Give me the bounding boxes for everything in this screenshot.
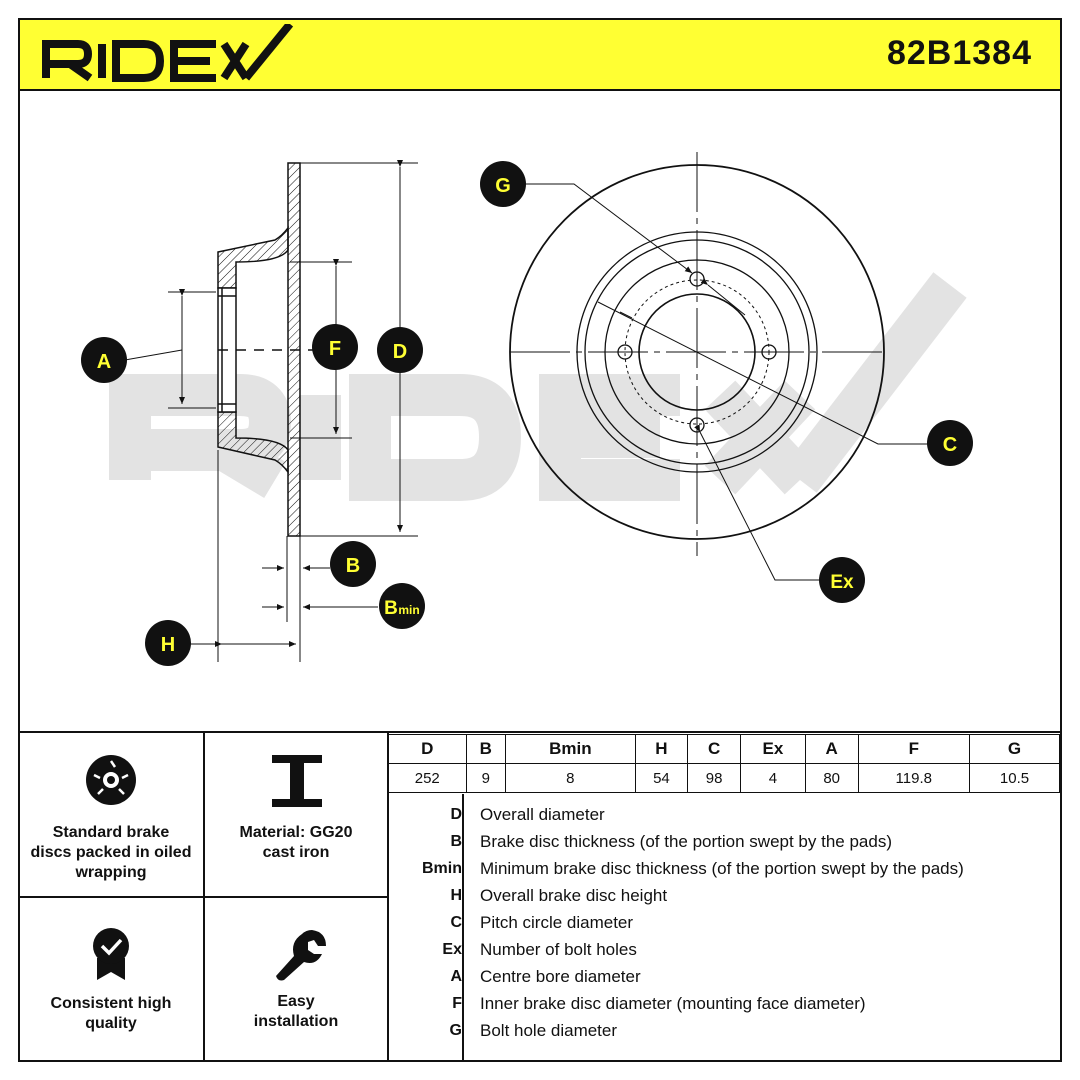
legend-desc-B: Brake disc thickness (of the portion swe… [480, 832, 892, 851]
svg-text:B: B [384, 598, 398, 619]
spec-header-Bmin: Bmin [505, 734, 636, 764]
header-bar: 82B1384 [18, 18, 1062, 91]
spec-header-B: B [465, 734, 507, 764]
spec-value-Ex: 4 [739, 763, 806, 793]
legend-desc-H: Overall brake disc height [480, 886, 668, 905]
callout-C: C [927, 420, 973, 466]
feature-quality: Consistent high quality [18, 898, 204, 1062]
feature-packaging-line-2: discs packed in oiled [30, 844, 192, 861]
callout-A: A [81, 337, 127, 383]
svg-text:F: F [329, 338, 341, 360]
bottom-divider [18, 731, 1062, 733]
feature-quality-line-2: quality [85, 1015, 137, 1032]
legend-desc-G: Bolt hole diameter [480, 1021, 618, 1040]
feature-installation-line-2: installation [253, 1013, 339, 1030]
legend-key-Bmin: Bmin [422, 860, 462, 877]
svg-text:G: G [495, 175, 511, 197]
ridex-watermark [109, 272, 967, 501]
svg-text:min: min [398, 603, 419, 617]
svg-text:A: A [97, 351, 111, 373]
feature-material-line-2: cast iron [262, 844, 330, 861]
legend-key-F: F [452, 995, 462, 1012]
spec-value-C: 98 [687, 763, 741, 793]
spec-header-F: F [857, 734, 971, 764]
legend-key-H: H [450, 887, 462, 904]
feature-packaging-line-3: wrapping [75, 864, 147, 881]
spec-value-D: 252 [388, 763, 467, 793]
spec-value-G: 10.5 [969, 763, 1060, 793]
legend-desc-Ex: Number of bolt holes [480, 940, 637, 959]
spec-header-C: C [687, 734, 741, 764]
wrench-icon [276, 930, 326, 981]
disc-front-view [509, 152, 886, 556]
legend-desc-A: Centre bore diameter [480, 967, 641, 986]
svg-text:B: B [346, 555, 360, 577]
legend-key-D: D [450, 806, 462, 823]
dimension-legend: D Overall diameter B Brake disc thicknes… [388, 794, 1062, 1062]
svg-text:H: H [161, 634, 175, 656]
spec-header-A: A [804, 734, 859, 764]
legend-key-A: A [450, 968, 462, 985]
ridex-logo [42, 24, 294, 82]
legend-key-C: C [450, 914, 462, 931]
spec-value-Bmin: 8 [505, 763, 636, 793]
specs-value-row: 252 9 8 54 98 4 80 119.8 10.5 [388, 763, 1060, 793]
callout-D: D [377, 327, 423, 373]
part-number: 82B1384 [886, 34, 1032, 72]
callout-Ex: Ex [819, 557, 865, 603]
callout-B: B [330, 541, 376, 587]
feature-material-line-1: Material: GG20 [239, 824, 353, 841]
legend-key-G: G [449, 1022, 462, 1039]
specs-table: D B Bmin H C Ex A F G 252 9 8 54 98 4 80… [388, 734, 1060, 793]
technical-drawing: A F D B B min H G C Ex [81, 152, 973, 666]
legend-desc-C: Pitch circle diameter [480, 913, 634, 932]
legend-key-B: B [450, 833, 462, 850]
legend-divider [462, 794, 464, 1062]
legend-key-Ex: Ex [442, 941, 462, 958]
feature-packaging: Standard brake discs packed in oiled wra… [18, 733, 204, 896]
quality-badge-icon [93, 928, 129, 980]
feature-material: Material: GG20 cast iron [204, 733, 388, 896]
legend-desc-Bmin: Minimum brake disc thickness (of the por… [480, 859, 964, 878]
legend-desc-F: Inner brake disc diameter (mounting face… [480, 994, 866, 1013]
disc-icon [86, 755, 136, 805]
front-leaders [525, 183, 928, 581]
spec-value-F: 119.8 [857, 763, 971, 793]
spec-header-H: H [634, 734, 689, 764]
spec-value-A: 80 [804, 763, 859, 793]
spec-header-D: D [388, 734, 467, 764]
svg-text:C: C [943, 434, 957, 456]
callout-Bmin: B min [379, 583, 425, 629]
feature-quality-line-1: Consistent high [50, 995, 172, 1012]
feature-installation: Easy installation [204, 898, 388, 1062]
feature-packaging-line-1: Standard brake [52, 824, 170, 841]
callout-H: H [145, 620, 191, 666]
svg-text:D: D [393, 341, 407, 363]
callout-F: F [312, 324, 358, 370]
specs-header-row: D B Bmin H C Ex A F G [388, 734, 1060, 764]
feature-divider-row [18, 896, 388, 898]
feature-installation-line-1: Easy [277, 993, 315, 1010]
spec-value-H: 54 [634, 763, 689, 793]
svg-text:Ex: Ex [830, 572, 854, 593]
spec-value-B: 9 [465, 763, 507, 793]
spec-header-G: G [969, 734, 1060, 764]
side-dimensions [124, 160, 418, 662]
feature-divider-2 [387, 731, 389, 1062]
spec-header-Ex: Ex [739, 734, 806, 764]
callout-G: G [480, 161, 526, 207]
legend-desc-D: Overall diameter [480, 805, 605, 824]
i-beam-icon [272, 755, 322, 807]
